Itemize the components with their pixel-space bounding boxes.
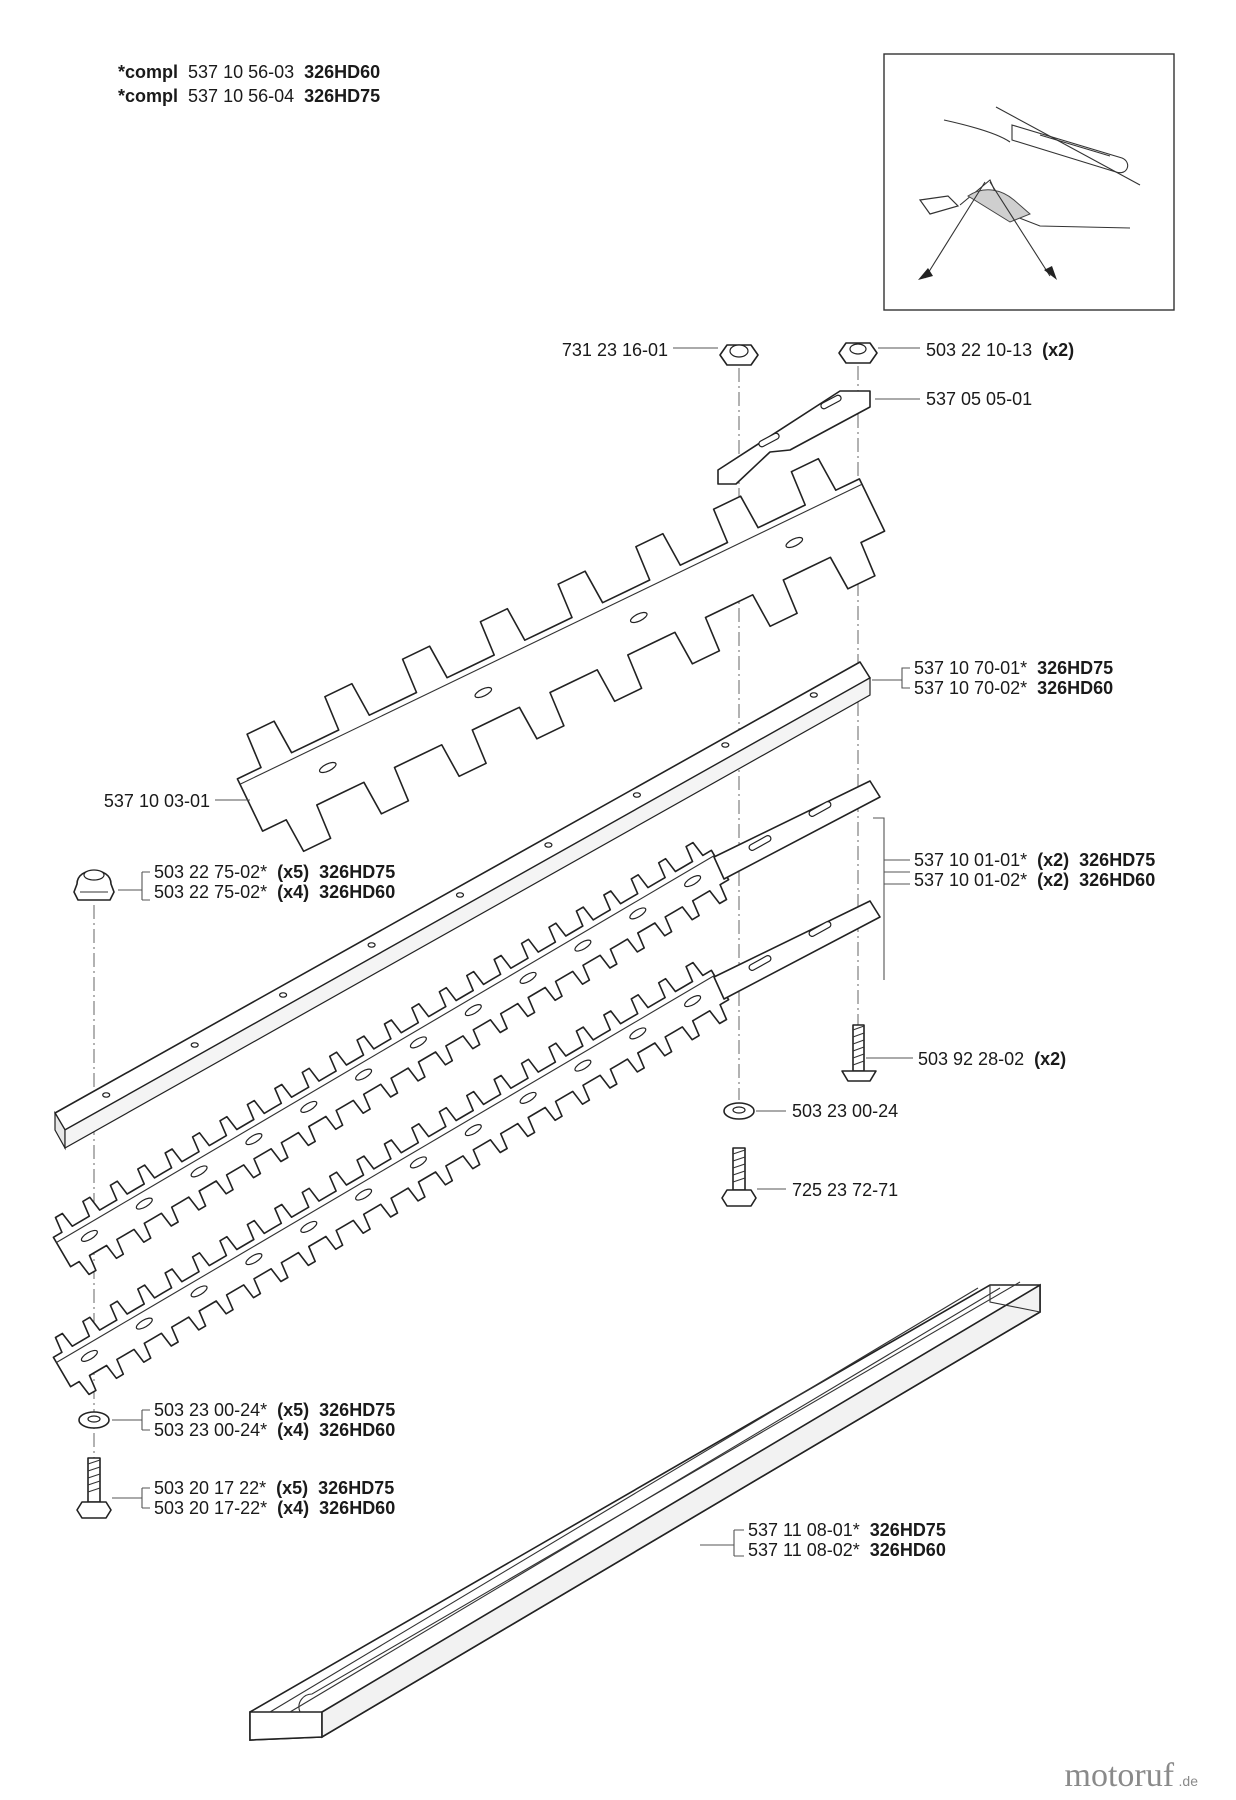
label-503-22-10-13: 503 22 10-13 (x2) bbox=[926, 340, 1074, 360]
blade-top-slot bbox=[785, 536, 804, 549]
label-537-11-08-02: 537 11 08-02* 326HD60 bbox=[748, 1540, 946, 1560]
blade-b-slot bbox=[519, 1091, 537, 1104]
label-731-23-16-01: 731 23 16-01 bbox=[562, 340, 668, 360]
blade-b-slot bbox=[464, 1124, 482, 1137]
blade-a-edge bbox=[56, 855, 715, 1243]
blade-b-tang-slot bbox=[808, 921, 832, 937]
blade-a-slot bbox=[300, 1100, 318, 1113]
bar-hole bbox=[102, 1092, 111, 1098]
label-537-10-01-02: 537 10 01-02* (x2) 326HD60 bbox=[914, 870, 1155, 890]
label-537-10-70-01: 537 10 70-01* 326HD75 bbox=[914, 658, 1113, 678]
label-503-23-00-24-a: 503 23 00-24* (x5) 326HD75 bbox=[154, 1400, 395, 1420]
leader-lines bbox=[112, 347, 920, 1557]
label-537-10-01-01: 537 10 01-01* (x2) 326HD75 bbox=[914, 850, 1155, 870]
nut-503-22-10-13 bbox=[838, 342, 878, 364]
blade-b-outline bbox=[52, 961, 730, 1396]
blade-b-slot bbox=[80, 1349, 98, 1362]
blade-a-tang-slot bbox=[748, 835, 772, 851]
blade-b-tang-slot bbox=[748, 955, 772, 971]
blade-top-edge bbox=[239, 483, 863, 785]
bar-537-10-70 bbox=[54, 661, 871, 1151]
blade-a-tang-slot bbox=[808, 801, 832, 817]
detail-inset bbox=[883, 53, 1175, 311]
blade-537-10-03-01 bbox=[236, 457, 886, 853]
label-537-10-03-01: 537 10 03-01 bbox=[104, 791, 210, 811]
blade-a-slot bbox=[355, 1068, 373, 1081]
blade-b-slot bbox=[684, 995, 702, 1008]
blade-top-slot bbox=[629, 611, 648, 624]
blade-537-10-01-b bbox=[52, 900, 881, 1396]
washer-503-23-00-24-left bbox=[78, 1411, 110, 1429]
blade-b-edge bbox=[56, 975, 715, 1363]
blade-a-slot bbox=[684, 875, 702, 888]
blade-a-slot bbox=[245, 1133, 263, 1146]
blade-a-slot bbox=[135, 1197, 153, 1210]
bolt-725-23-72-71 bbox=[721, 1147, 757, 1207]
blade-537-10-01-a bbox=[52, 780, 881, 1276]
blade-top-slot bbox=[318, 761, 337, 774]
bar-hole bbox=[455, 892, 465, 898]
label-537-10-70-02: 537 10 70-02* 326HD60 bbox=[914, 678, 1113, 698]
watermark: motoruf .de bbox=[1065, 1757, 1199, 1794]
header-line-2: *compl 537 10 56-04 326HD75 bbox=[118, 86, 380, 106]
bolt-503-20-17-22 bbox=[76, 1457, 112, 1519]
label-503-92-28-02: 503 92 28-02 (x2) bbox=[918, 1049, 1066, 1069]
blade-b-slot bbox=[300, 1220, 318, 1233]
bar-hole bbox=[279, 992, 288, 998]
bar-hole bbox=[809, 692, 818, 698]
label-537-05-05-01: 537 05 05-01 bbox=[926, 389, 1032, 409]
blade-b-slot bbox=[409, 1156, 427, 1169]
bar-hole bbox=[544, 842, 553, 848]
label-503-23-00-24: 503 23 00-24 bbox=[792, 1101, 898, 1121]
plate-537-05-05-01 bbox=[717, 390, 871, 485]
header-line-1: *compl 537 10 56-03 326HD60 bbox=[118, 62, 380, 82]
label-503-20-17-22-a: 503 20 17 22* (x5) 326HD75 bbox=[154, 1478, 394, 1498]
label-725-23-72-71: 725 23 72-71 bbox=[792, 1180, 898, 1200]
blade-b-slot bbox=[574, 1059, 592, 1072]
bar-hole bbox=[367, 942, 376, 948]
label-503-20-17-22-b: 503 20 17-22* (x4) 326HD60 bbox=[154, 1498, 395, 1518]
label-537-11-08-01: 537 11 08-01* 326HD75 bbox=[748, 1520, 946, 1540]
label-503-22-75-02-b: 503 22 75-02* (x4) 326HD60 bbox=[154, 882, 395, 902]
washer-503-23-00-24-mid bbox=[723, 1102, 755, 1120]
blade-b-slot bbox=[135, 1317, 153, 1330]
blade-a-slot bbox=[80, 1229, 98, 1242]
blade-top-outline bbox=[236, 457, 886, 853]
nut-731-23-16-01 bbox=[719, 344, 759, 366]
blade-a-slot bbox=[519, 971, 537, 984]
blade-b-slot bbox=[629, 1027, 647, 1040]
blade-a-slot bbox=[464, 1004, 482, 1017]
bar-hole bbox=[721, 742, 730, 748]
blade-b-slot bbox=[190, 1285, 208, 1298]
label-503-22-75-02-a: 503 22 75-02* (x5) 326HD75 bbox=[154, 862, 395, 882]
bar-hole bbox=[190, 1042, 199, 1048]
blade-a-slot bbox=[574, 939, 592, 952]
blade-b-slot bbox=[245, 1253, 263, 1266]
bar-hole bbox=[632, 792, 642, 798]
cap-nut-503-22-75-02 bbox=[73, 869, 115, 901]
blade-guard-537-11-08 bbox=[249, 1281, 1041, 1741]
blade-top-slot bbox=[474, 686, 493, 699]
label-503-23-00-24-b: 503 23 00-24* (x4) 326HD60 bbox=[154, 1420, 395, 1440]
blade-b-slot bbox=[355, 1188, 373, 1201]
blade-a-outline bbox=[52, 841, 730, 1276]
blade-a-slot bbox=[629, 907, 647, 920]
blade-a-slot bbox=[190, 1165, 208, 1178]
screw-503-92-28-02 bbox=[841, 1024, 877, 1082]
blade-a-slot bbox=[409, 1036, 427, 1049]
